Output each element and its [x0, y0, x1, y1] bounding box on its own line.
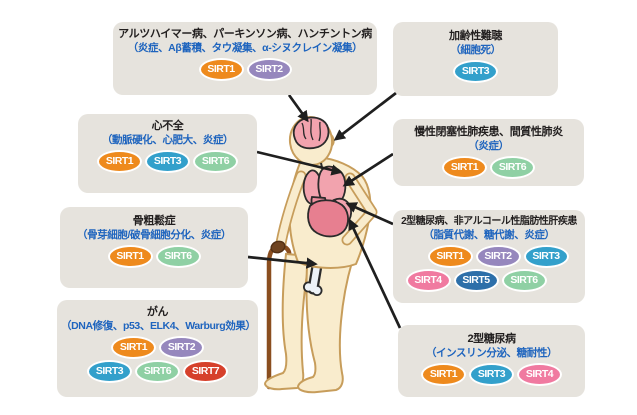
ear: [323, 132, 335, 148]
disease-subtitle: （脂質代謝、糖代謝、炎症）: [423, 229, 555, 241]
disease-title: アルツハイマー病、パーキンソン病、ハンチントン病: [118, 28, 372, 40]
arrow-neuro-to-brain: [287, 94, 309, 123]
sirt-badge-sirt3: SIRT3: [453, 59, 498, 83]
sirt-badge-sirt3: SIRT3: [469, 362, 514, 386]
disease-title: 加齢性難聴: [449, 30, 502, 42]
sirt-badge-sirt6: SIRT6: [490, 155, 535, 179]
near-leg: [296, 248, 354, 394]
heart-organ: [310, 196, 327, 211]
connector-arrows: [247, 91, 402, 329]
disease-title: がん: [146, 306, 169, 318]
sirt-badge-sirt6: SIRT6: [135, 359, 180, 383]
femur-bone-icon: [303, 245, 329, 296]
disease-subtitle: （骨芽細胞/破骨細胞分化、炎症）: [76, 229, 232, 242]
cane: [266, 243, 292, 390]
back-arm: [341, 172, 378, 246]
disease-title: 骨粗鬆症: [132, 215, 176, 227]
disease-subtitle: （インスリン分泌、糖耐性）: [425, 347, 558, 360]
brain-organ: [292, 116, 330, 150]
arrow-heart-to-chest: [256, 150, 343, 176]
sirt-badge-sirt4: SIRT4: [405, 268, 451, 292]
sirt-badge-sirt1: SIRT1: [427, 244, 473, 268]
disease-title: 2型糖尿病、非アルコール性脂肪性肝疾患: [401, 216, 577, 227]
head: [288, 116, 334, 166]
arrow-lung-to-lungs: [342, 152, 394, 187]
sirt-badge-sirt2: SIRT2: [475, 244, 521, 268]
disease-subtitle: （動脈硬化、心肥大、炎症）: [101, 134, 234, 147]
sirt-badge-sirt7: SIRT7: [183, 359, 228, 383]
lungs-organ: [302, 162, 347, 211]
sirt-badge-sirt1: SIRT1: [421, 362, 466, 386]
liver-organ: [307, 199, 349, 238]
disease-subtitle: （細胞死）: [450, 44, 501, 57]
sirt-badge-sirt3: SIRT3: [145, 149, 190, 173]
disease-subtitle: （炎症）: [468, 140, 509, 153]
arrow-liver-to-liver: [345, 202, 394, 226]
sirt-badge-sirt6: SIRT6: [193, 149, 238, 173]
sirt-badge-sirt1: SIRT1: [111, 335, 156, 359]
hand-on-cane: [270, 240, 286, 254]
sirt-badge-sirt1: SIRT1: [107, 244, 153, 268]
torso: [288, 154, 372, 269]
disease-title: 2型糖尿病: [467, 333, 516, 345]
sirt-badge-sirt4: SIRT4: [517, 362, 562, 386]
disease-title: 心不全: [151, 120, 184, 132]
sirt-badge-sirt2: SIRT2: [246, 57, 292, 81]
disease-subtitle: （DNA修復、p53、ELK4、Warburg効果）: [61, 320, 256, 333]
sirt-badge-sirt3: SIRT3: [87, 359, 132, 383]
sirt-badge-sirt1: SIRT1: [97, 149, 142, 173]
arrow-bone-to-femur: [247, 255, 318, 269]
sirt-badge-sirt6: SIRT6: [155, 244, 201, 268]
disease-subtitle: （炎症、Aβ蓄積、タウ凝集、α-シヌクレイン凝集）: [127, 42, 363, 55]
sirt-badge-sirt3: SIRT3: [523, 244, 569, 268]
front-arm: [275, 170, 307, 249]
disease-box-age-related-hearing-loss: 加齢性難聴 （細胞死） SIRT3: [393, 22, 558, 96]
disease-box-neurodegeneration: アルツハイマー病、パーキンソン病、ハンチントン病 （炎症、Aβ蓄積、タウ凝集、α…: [113, 22, 377, 95]
human-figure: [263, 116, 378, 394]
sirt-badge-sirt2: SIRT2: [159, 335, 204, 359]
far-leg: [263, 252, 312, 391]
pancreas-organ: [332, 197, 352, 228]
sirt-badge-sirt1: SIRT1: [442, 155, 487, 179]
sirt-badge-sirt6: SIRT6: [501, 268, 547, 292]
sirt-badge-sirt1: SIRT1: [198, 57, 244, 81]
sirt-badges: SIRT3: [397, 59, 554, 83]
arrow-hearing-to-ear: [333, 91, 397, 141]
sirt-badge-sirt5: SIRT5: [453, 268, 499, 292]
disease-title: 慢性閉塞性肺疾患、間質性肺炎: [414, 126, 563, 138]
